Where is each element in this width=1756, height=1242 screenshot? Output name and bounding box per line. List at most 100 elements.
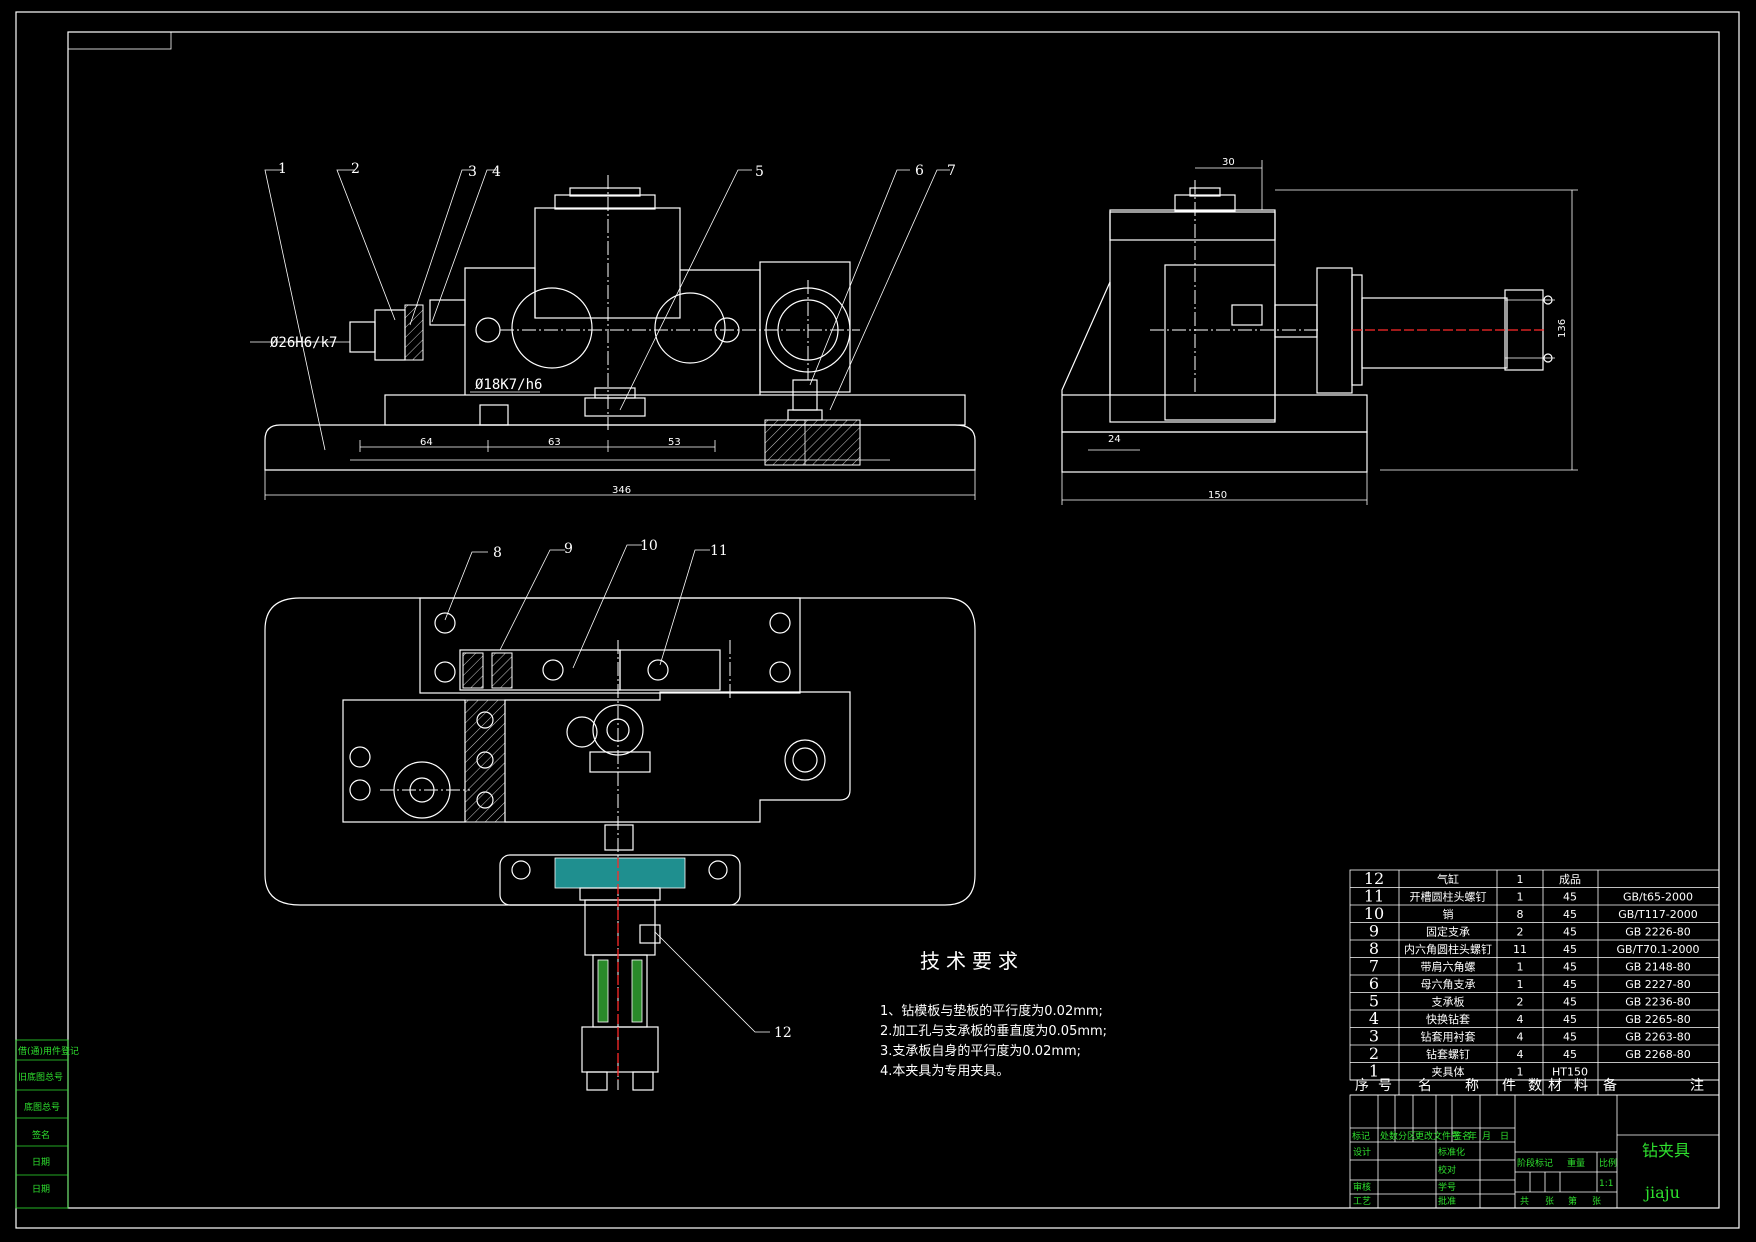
- bom-cell-no: 1: [1369, 1062, 1379, 1081]
- title-process: 工艺: [1353, 1196, 1371, 1207]
- title-sheets-unit2: 张: [1592, 1196, 1601, 1207]
- bom-cell-no: 11: [1364, 887, 1384, 906]
- dim-346: 346: [612, 485, 631, 496]
- bom-cell-name: 气缸: [1437, 872, 1459, 886]
- bom-cell-name: 销: [1443, 907, 1454, 921]
- bom-cell-no: 10: [1364, 904, 1384, 923]
- bom-header-mat2: 料: [1574, 1078, 1588, 1094]
- title-change-doc: 更改文件号: [1415, 1130, 1460, 1142]
- side-view: [1061, 160, 1578, 505]
- dim-63: 63: [548, 437, 561, 448]
- bom-header-seq: 序: [1355, 1078, 1369, 1094]
- bom-header-no: 号: [1378, 1078, 1392, 1094]
- title-review: 审核: [1353, 1181, 1371, 1193]
- part-label-12: 12: [774, 1025, 792, 1041]
- bom-cell-name: 快换钻套: [1426, 1012, 1470, 1026]
- part-label-10: 10: [640, 538, 658, 554]
- bom-header-note2: 注: [1690, 1078, 1704, 1094]
- bom-cell-note: GB 2268-80: [1625, 1048, 1691, 1061]
- bom-cell-material: 成品: [1559, 873, 1581, 886]
- title-year: 年: [1468, 1130, 1477, 1142]
- bom-cell-note: GB/t65-2000: [1623, 891, 1693, 904]
- bom-cell-no: 5: [1369, 992, 1379, 1011]
- bom-cell-qty: 1: [1517, 873, 1524, 886]
- title-scale: 1:1: [1599, 1179, 1613, 1189]
- front-view: [250, 169, 976, 500]
- bom-cell-material: 45: [1563, 978, 1577, 991]
- bom-cell-qty: 4: [1517, 1031, 1524, 1044]
- title-standardize: 标准化: [1438, 1146, 1465, 1158]
- bom-cell-no: 9: [1369, 922, 1379, 941]
- bom-header-qty1: 件: [1502, 1078, 1516, 1094]
- drawing-code: jiaju: [1643, 1183, 1680, 1202]
- bom-cell-name: 母六角支承: [1421, 978, 1476, 991]
- part-label-5: 5: [755, 164, 764, 180]
- bom-cell-note: GB 2227-80: [1625, 978, 1691, 991]
- bom-cell-qty: 11: [1513, 943, 1527, 956]
- bom-cell-material: 45: [1563, 891, 1577, 904]
- bom-cell-no: 3: [1369, 1027, 1379, 1046]
- title-block: [1349, 1094, 1720, 1209]
- bom-cell-qty: 2: [1517, 996, 1524, 1009]
- bom-cell-no: 2: [1369, 1044, 1379, 1063]
- title-designer: 设计: [1353, 1146, 1371, 1158]
- side-strip-6: 日期: [32, 1184, 50, 1195]
- bom-header-note1: 备: [1603, 1077, 1617, 1094]
- outer-border: [15, 11, 1740, 1229]
- bom-header-mat1: 材: [1548, 1078, 1562, 1094]
- side-strip-4: 签名: [32, 1129, 50, 1141]
- bom-cell-qty: 1: [1517, 1066, 1524, 1079]
- title-sheets-unit1: 张: [1545, 1196, 1554, 1207]
- tech-req-2: 2.加工孔与支承板的垂直度为0.05mm;: [880, 1023, 1107, 1039]
- bom-cell-name: 内六角圆柱头螺钉: [1404, 942, 1492, 956]
- bom-cell-material: 45: [1563, 1013, 1577, 1026]
- part-label-3: 3: [468, 164, 477, 180]
- part-label-8: 8: [493, 545, 502, 561]
- title-check: 学号: [1438, 1181, 1456, 1193]
- bom-cell-note: GB 2263-80: [1625, 1031, 1691, 1044]
- bom-cell-note: GB 2226-80: [1625, 926, 1691, 939]
- top-view: [264, 544, 976, 1091]
- bom-cell-name: 固定支承: [1426, 925, 1470, 939]
- bom-cell-name: 钻套用衬套: [1421, 1030, 1476, 1044]
- part-label-4: 4: [492, 164, 501, 180]
- tech-requirements-title: 技术要求: [920, 949, 1024, 973]
- part-label-1: 1: [278, 161, 287, 177]
- bom-cell-material: 45: [1563, 1048, 1577, 1061]
- tech-req-3: 3.支承板自身的平行度为0.02mm;: [880, 1043, 1081, 1059]
- bom-cell-no: 8: [1369, 939, 1379, 958]
- part-label-11: 11: [710, 543, 728, 559]
- tech-req-1: 1、钻模板与垫板的平行度为0.02mm;: [880, 1003, 1103, 1019]
- dim-30: 30: [1222, 157, 1235, 168]
- bom-cell-name: 带肩六角螺: [1421, 960, 1476, 974]
- bom-cell-material: 45: [1563, 1031, 1577, 1044]
- title-sheets-total: 共: [1520, 1196, 1529, 1207]
- bom-cell-material: 45: [1563, 996, 1577, 1009]
- dim-24: 24: [1108, 434, 1121, 445]
- title-stage-mark: 阶段标记: [1517, 1157, 1553, 1169]
- bom-cell-name: 支承板: [1432, 995, 1465, 1009]
- bom-cell-material: 45: [1563, 908, 1577, 921]
- bom-cell-material: 45: [1563, 961, 1577, 974]
- bom-cell-note: GB 2148-80: [1625, 961, 1691, 974]
- side-strip-5: 日期: [32, 1157, 50, 1168]
- bom-cell-name: 开槽圆柱头螺钉: [1410, 890, 1487, 904]
- dim-53: 53: [668, 437, 681, 448]
- side-strip-1: 借(通)用件登记: [18, 1045, 79, 1057]
- title-zone: 分区: [1398, 1131, 1416, 1142]
- inner-border: [67, 31, 1720, 1209]
- bom-cell-qty: 2: [1517, 926, 1524, 939]
- fit-18: Ø18K7/h6: [475, 377, 542, 393]
- bom-cell-note: GB 2265-80: [1625, 1013, 1691, 1026]
- title-approve: 批准: [1438, 1195, 1456, 1207]
- title-scale-label: 比例: [1599, 1157, 1617, 1169]
- corner-tag-box: [67, 31, 172, 50]
- title-count: 处数: [1380, 1130, 1398, 1142]
- bom-cell-material: 45: [1563, 926, 1577, 939]
- bom-header-name1: 名: [1418, 1078, 1432, 1094]
- bom-cell-no: 4: [1369, 1009, 1379, 1028]
- fit-26: Ø26H6/k7: [270, 335, 337, 351]
- bom-cell-no: 12: [1364, 869, 1384, 888]
- side-strip-3: 底图总号: [24, 1101, 60, 1113]
